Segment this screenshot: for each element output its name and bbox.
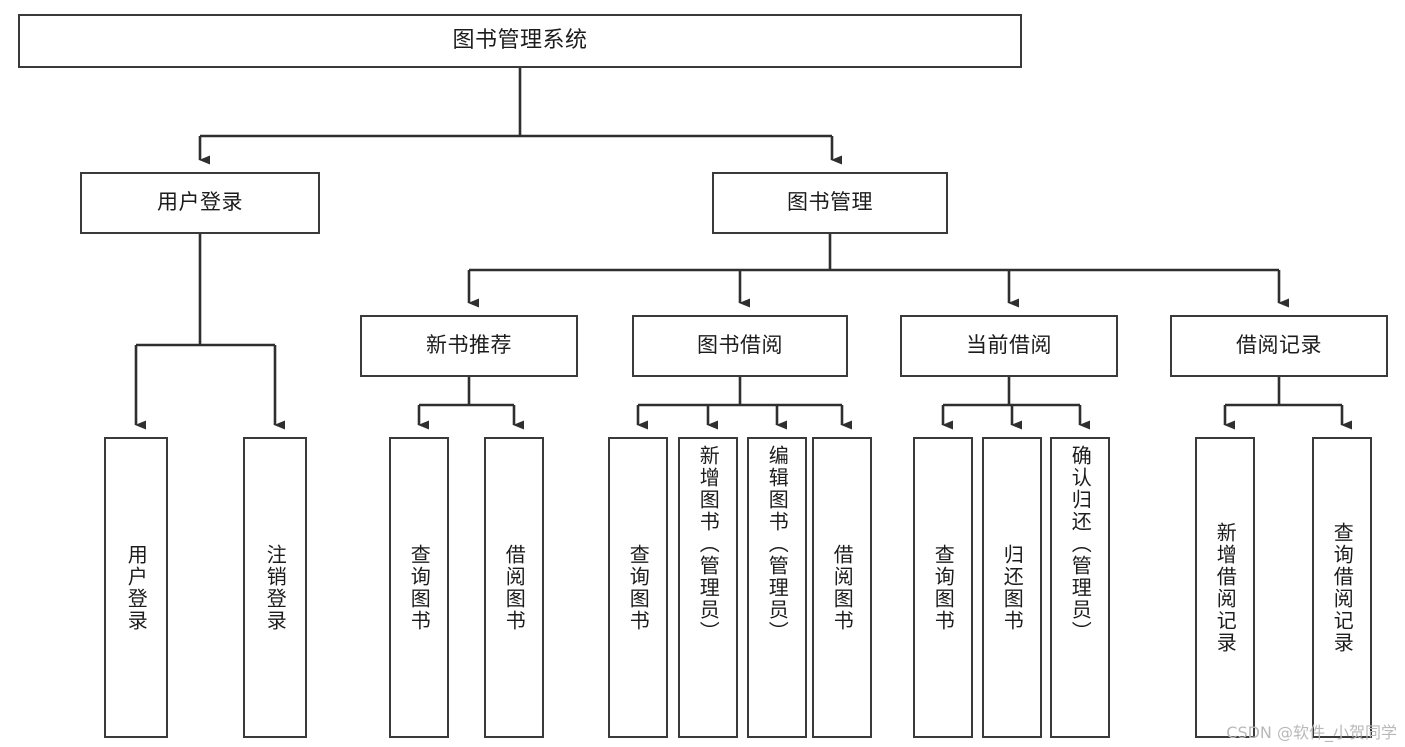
node-label: 归还图书: [1000, 543, 1025, 632]
node-label: 查询图书: [626, 543, 651, 632]
node-leaf-add-book-admin[interactable]: 新增图书（管理员）: [678, 437, 738, 738]
node-new-book-recommend[interactable]: 新书推荐: [360, 315, 578, 377]
node-label: 新增图书（管理员）: [696, 445, 721, 643]
node-label: 新书推荐: [426, 333, 512, 358]
node-root-system[interactable]: 图书管理系统: [18, 14, 1022, 68]
node-label: 确认归还（管理员）: [1068, 445, 1093, 643]
node-leaf-query-book-current[interactable]: 查询图书: [913, 437, 973, 738]
node-leaf-edit-book-admin[interactable]: 编辑图书（管理员）: [747, 437, 807, 738]
node-leaf-user-login[interactable]: 用户登录: [104, 437, 168, 738]
node-leaf-logout[interactable]: 注销登录: [243, 437, 307, 738]
node-label: 当前借阅: [966, 333, 1052, 358]
node-label: 图书管理系统: [452, 27, 588, 53]
node-user-login[interactable]: 用户登录: [80, 172, 320, 234]
node-label: 新增借阅记录: [1213, 521, 1238, 654]
node-label: 图书管理: [787, 190, 873, 215]
node-label: 查询图书: [931, 543, 956, 632]
watermark-text: CSDN @软件_小贺同学: [1226, 723, 1397, 742]
node-book-borrow[interactable]: 图书借阅: [632, 315, 848, 377]
node-leaf-add-borrow-record[interactable]: 新增借阅记录: [1195, 437, 1255, 738]
node-label: 借阅图书: [830, 543, 855, 632]
node-leaf-query-book-recommend[interactable]: 查询图书: [389, 437, 449, 738]
node-label: 借阅记录: [1236, 333, 1322, 358]
node-label: 查询图书: [407, 543, 432, 632]
node-borrow-record[interactable]: 借阅记录: [1170, 315, 1388, 377]
node-label: 查询借阅记录: [1330, 521, 1355, 654]
node-label: 用户登录: [124, 543, 149, 632]
node-label: 图书借阅: [697, 333, 783, 358]
node-leaf-borrow-book[interactable]: 借阅图书: [812, 437, 872, 738]
node-leaf-query-borrow-record[interactable]: 查询借阅记录: [1312, 437, 1372, 738]
node-label: 编辑图书（管理员）: [765, 445, 790, 643]
node-book-management[interactable]: 图书管理: [712, 172, 948, 234]
node-label: 用户登录: [157, 190, 243, 215]
node-current-borrow[interactable]: 当前借阅: [900, 315, 1118, 377]
node-leaf-confirm-return-admin[interactable]: 确认归还（管理员）: [1050, 437, 1110, 738]
node-leaf-query-book-borrow[interactable]: 查询图书: [608, 437, 668, 738]
node-leaf-borrow-book-recommend[interactable]: 借阅图书: [484, 437, 544, 738]
node-label: 注销登录: [263, 543, 288, 632]
node-label: 借阅图书: [502, 543, 527, 632]
node-leaf-return-book[interactable]: 归还图书: [982, 437, 1042, 738]
